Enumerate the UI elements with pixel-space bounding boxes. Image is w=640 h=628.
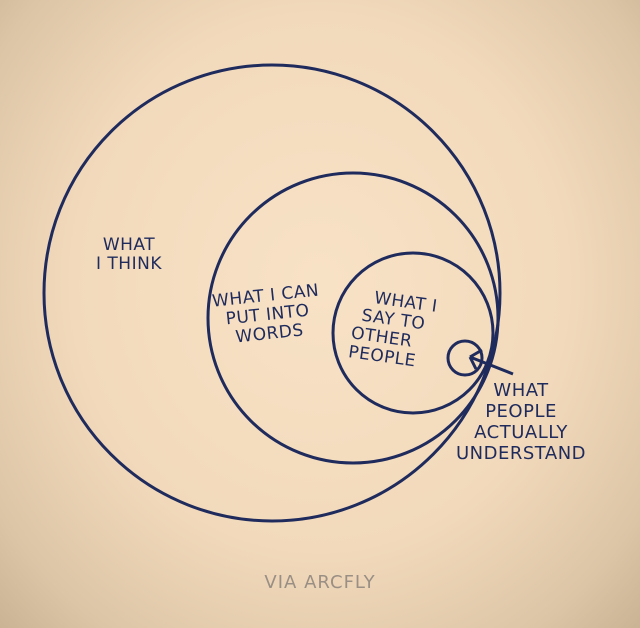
circle-what-i-can-put-into-words <box>206 171 500 465</box>
circle-what-i-say-to-other-people <box>331 251 495 415</box>
circle-what-people-understand <box>446 339 484 377</box>
arrow-icon <box>468 348 514 376</box>
circle-what-i-think <box>42 63 502 523</box>
credit: VIA ARCFLY <box>264 572 376 593</box>
